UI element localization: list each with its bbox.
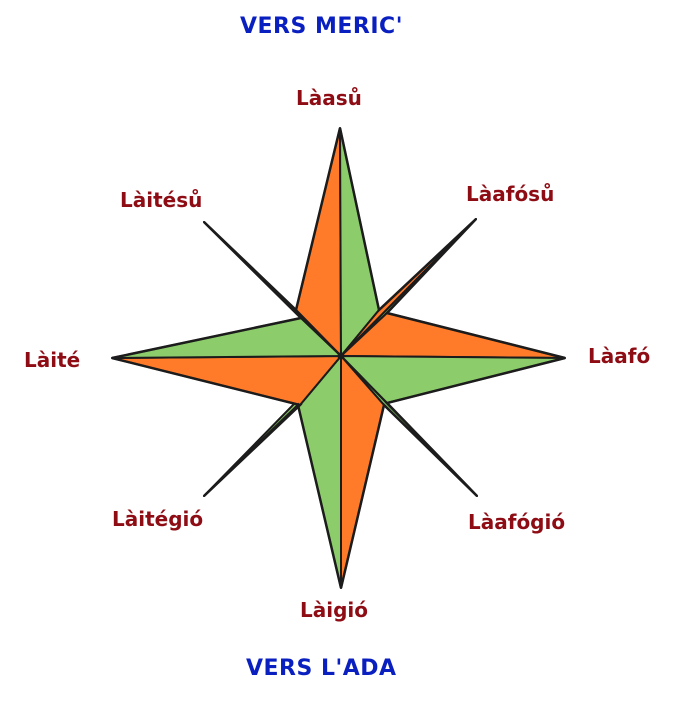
heading-north: VERS MERIC' (240, 14, 403, 39)
label-south: Làigió (300, 598, 369, 622)
label-north: Làasů (296, 86, 362, 110)
west-south-face (111, 355, 342, 406)
label-east: Làafó (588, 344, 651, 368)
label-southeast: Làafógió (468, 510, 566, 534)
heading-south: VERS L'ADA (246, 656, 397, 681)
label-west: Làité (24, 348, 81, 372)
label-northwest: Làitésů (120, 188, 203, 212)
label-southwest: Làitégió (112, 507, 204, 531)
star-outline (111, 127, 566, 589)
center-hub (337, 352, 345, 360)
label-northeast: Làafósů (466, 182, 555, 206)
